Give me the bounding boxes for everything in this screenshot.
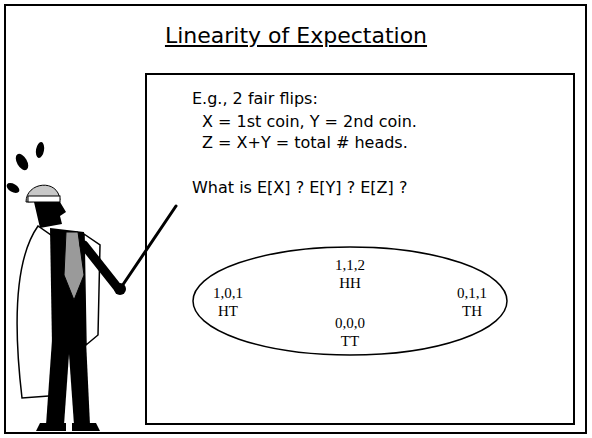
shoe [72,423,100,431]
helmet-band [28,196,60,202]
body-text: What is E[X] ? E[Y] ? E[Z] ? [192,178,407,198]
speech-box: 1,1,2 HH 1,0,1 HT 0,1,1 TH 0,0,0 TT E.g., 2 … [145,73,575,425]
hat-feather [13,152,31,173]
shoe [36,423,66,431]
slide-title: Linearity of Expectation [0,22,592,50]
body-text: X = 1st coin, Y = 2nd coin. [202,112,417,132]
leg [68,340,90,425]
outcome-label: 1,0,1 HT [213,284,243,320]
arm [84,245,118,288]
body-text: Z = X+Y = total # heads. [202,133,408,153]
body-text: E.g., 2 fair flips: [192,89,318,109]
head [34,202,66,228]
slide-border [5,5,586,433]
outcome-label: 0,1,1 TH [457,284,487,320]
professor-figure [5,141,176,431]
hat-feather [5,181,21,195]
sample-space-ellipse: 1,1,2 HH 1,0,1 HT 0,1,1 TH 0,0,0 TT [192,246,508,356]
pointer-stick [118,206,176,292]
outcome-label: 0,0,0 TT [335,314,365,350]
ellipse-shape [193,247,507,355]
hat-feather [35,141,46,158]
outcome-label: 1,1,2 HH [335,256,365,292]
leg [46,340,70,425]
helmet [26,185,60,202]
